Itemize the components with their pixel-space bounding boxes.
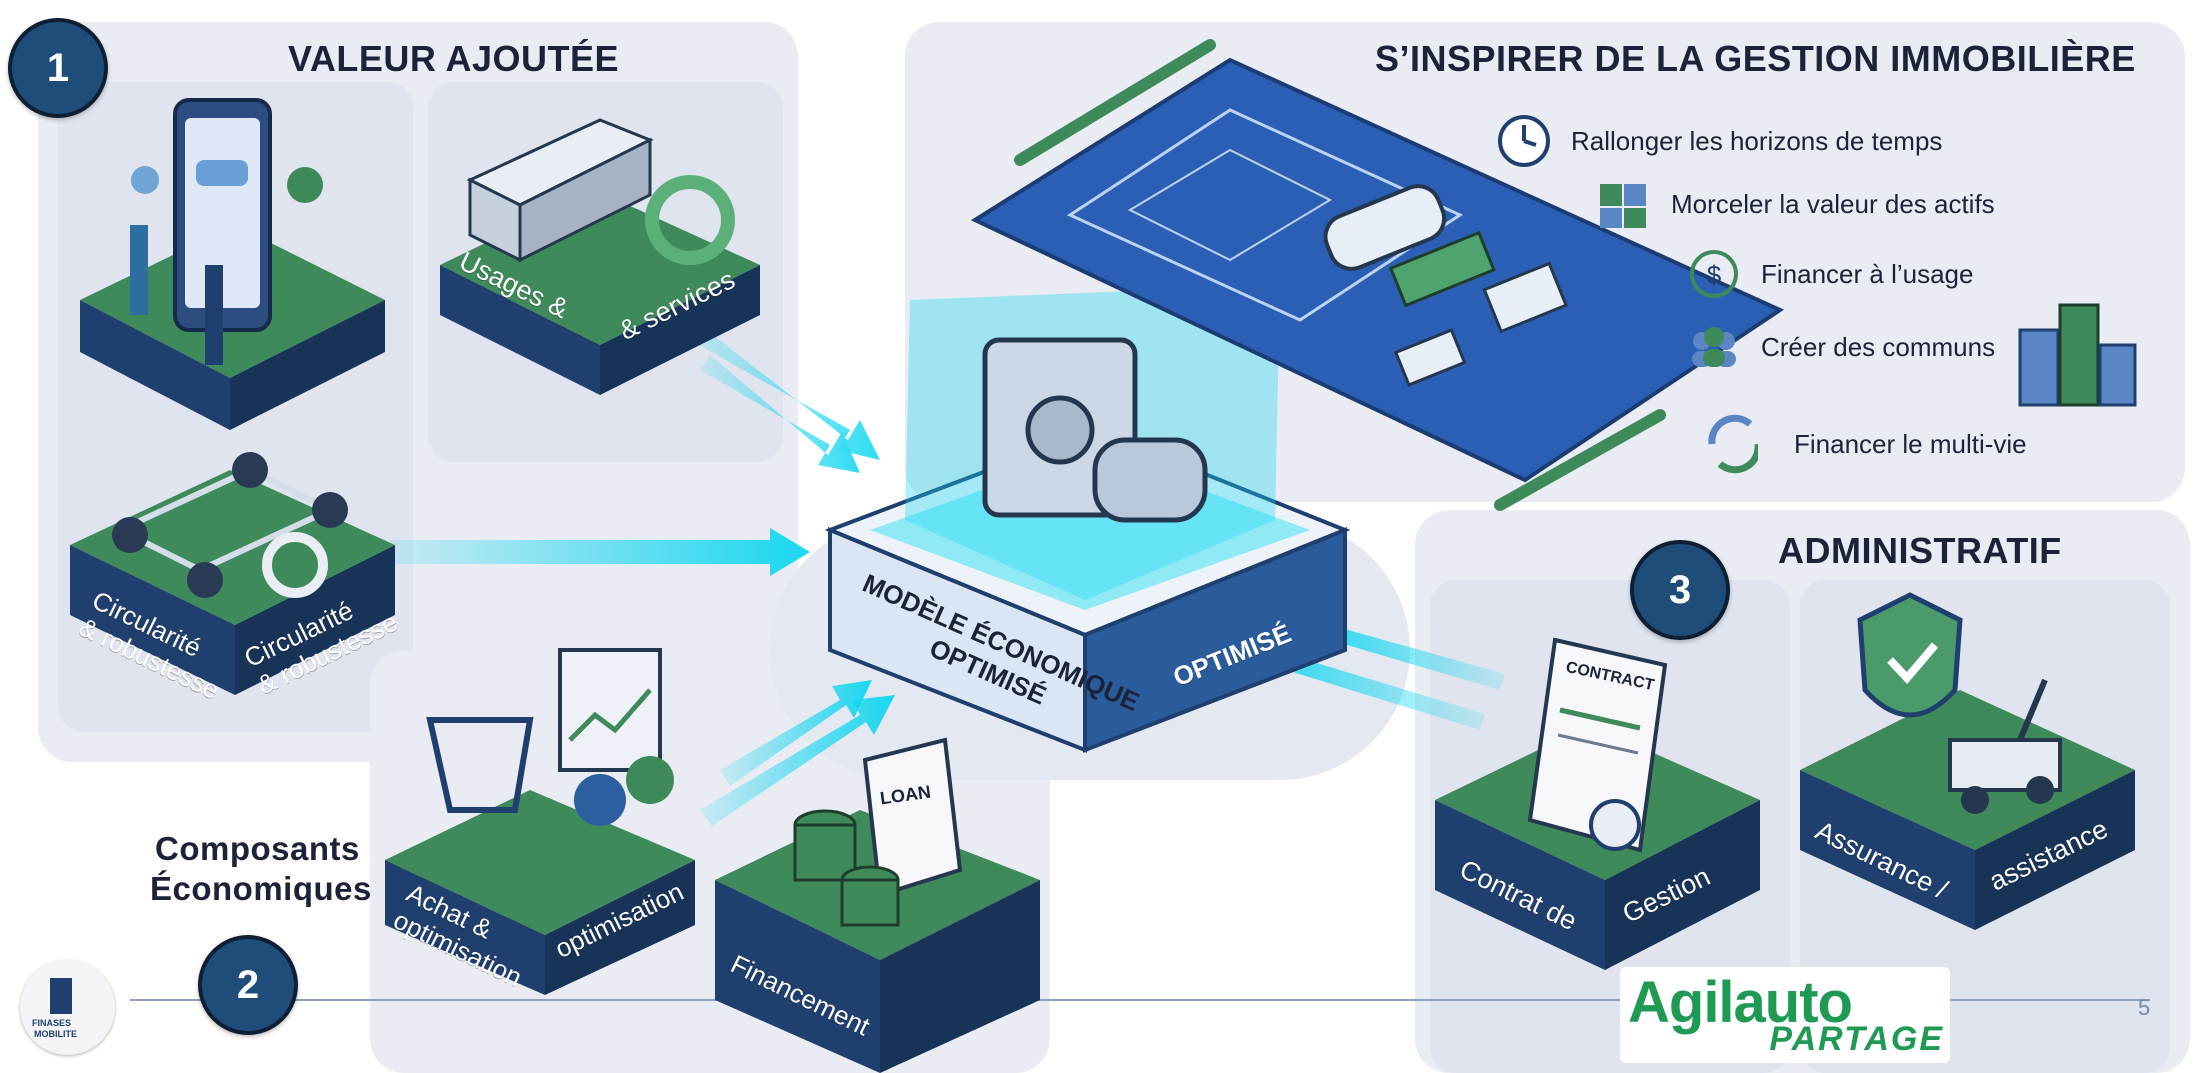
arrow-achat (700, 680, 895, 826)
immobiliere-item-4-label: Créer des communs (1761, 331, 1996, 362)
svg-text:$: $ (1707, 260, 1722, 290)
immobiliere-item-3: $ Financer à l’usage (1685, 245, 1973, 303)
agilauto-logo: Agilauto PARTAGE (1620, 967, 1950, 1063)
recycle-icon (1700, 414, 1758, 474)
people-icon (1685, 318, 1743, 376)
administratif-title: ADMINISTRATIF (1778, 530, 2062, 571)
clock-icon (1495, 112, 1553, 170)
finances-mobilite-logo: FINASES MOBILITE (20, 960, 115, 1055)
section-number-3: 3 (1630, 540, 1730, 640)
valeur-title: VALEUR AJOUTÉE (288, 38, 620, 79)
agilauto-logo-main: Agilauto (1628, 970, 1853, 1035)
finances-logo-mark (50, 978, 72, 1014)
immobiliere-item-2: Morceler la valeur des actifs (1595, 175, 1995, 233)
immobiliere-item-5-label: Financer le multi-vie (1794, 428, 2027, 459)
blueprint (970, 39, 1785, 511)
finances-logo-line1: FINASES (32, 1018, 72, 1028)
immobiliere-item-4: Créer des communs (1685, 318, 1995, 376)
puzzle-icon (1595, 175, 1653, 233)
center-platform (824, 285, 1351, 753)
buildings-icon (2018, 303, 2137, 407)
arrow-circularite (390, 528, 810, 576)
tile-phone (80, 98, 385, 430)
section-number-2: 2 (198, 935, 298, 1035)
tile-assurance (1800, 592, 2135, 930)
tile-contrat (1435, 637, 1760, 970)
immobiliere-item-5: Financer le multi-vie (1700, 414, 2027, 474)
tile-achat (385, 648, 695, 995)
immobiliere-item-1: Rallonger les horizons de temps (1495, 112, 1942, 170)
finances-logo-line2: MOBILITE (34, 1029, 77, 1039)
tile-circularite (70, 452, 395, 695)
immobiliere-item-2-label: Morceler la valeur des actifs (1671, 188, 1995, 219)
immobiliere-item-1-label: Rallonger les horizons de temps (1571, 125, 1943, 156)
arrow-usages (690, 325, 880, 473)
tile-financement (715, 737, 1040, 1073)
tile-battery (440, 118, 760, 395)
composants-title-line1: Composants (155, 830, 360, 867)
dollar-cycle-icon: $ (1685, 245, 1743, 303)
composants-title-line2: Économiques (150, 870, 372, 907)
page-number: 5 (2138, 995, 2151, 1020)
agilauto-logo-sub: PARTAGE (1769, 1020, 1944, 1058)
immobiliere-title: S’INSPIRER DE LA GESTION IMMOBILIÈRE (1375, 38, 2136, 79)
section-number-1: 1 (8, 18, 108, 118)
immobiliere-item-3-label: Financer à l’usage (1761, 258, 1974, 289)
